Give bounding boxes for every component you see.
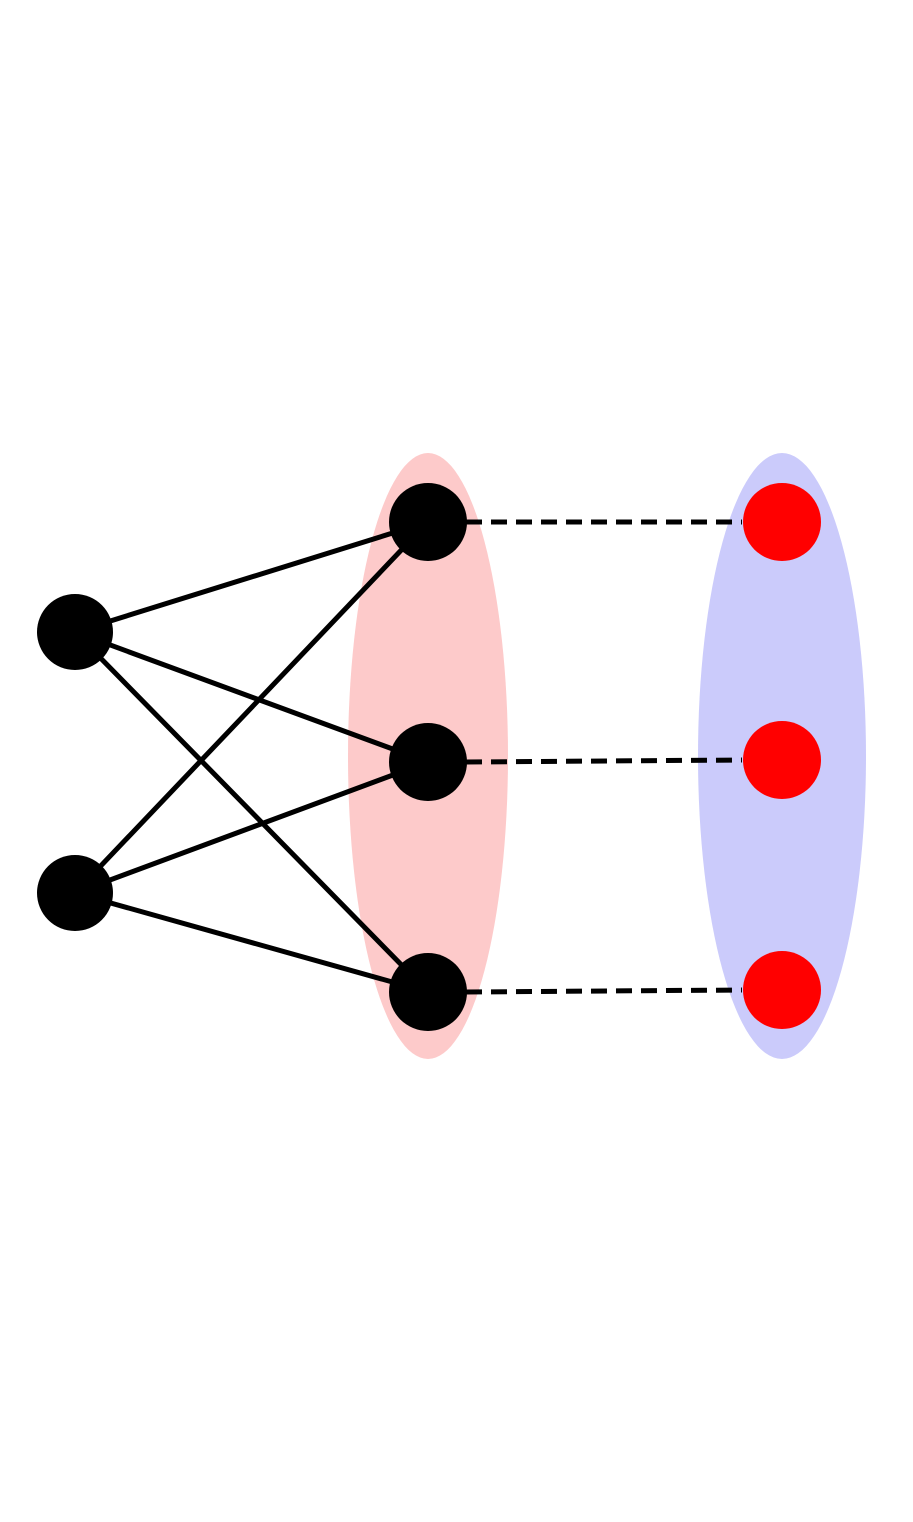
node-M1 bbox=[389, 483, 467, 561]
node-R2 bbox=[743, 721, 821, 799]
dashed-edge-M3-R3 bbox=[465, 987, 743, 995]
node-R3 bbox=[743, 951, 821, 1029]
node-M2 bbox=[389, 723, 467, 801]
edge-L1-M2 bbox=[72, 629, 431, 765]
edge-L2-M3 bbox=[72, 890, 431, 995]
node-L1 bbox=[37, 594, 113, 670]
edge-L2-M2 bbox=[72, 759, 431, 896]
node-L2 bbox=[37, 855, 113, 931]
node-R1 bbox=[743, 483, 821, 561]
dashed-edge-M2-R2 bbox=[465, 757, 743, 765]
edge-L1-M3 bbox=[72, 629, 431, 995]
node-M3 bbox=[389, 953, 467, 1031]
edge-L1-M1 bbox=[72, 519, 431, 635]
edge-L2-M1 bbox=[72, 519, 431, 896]
